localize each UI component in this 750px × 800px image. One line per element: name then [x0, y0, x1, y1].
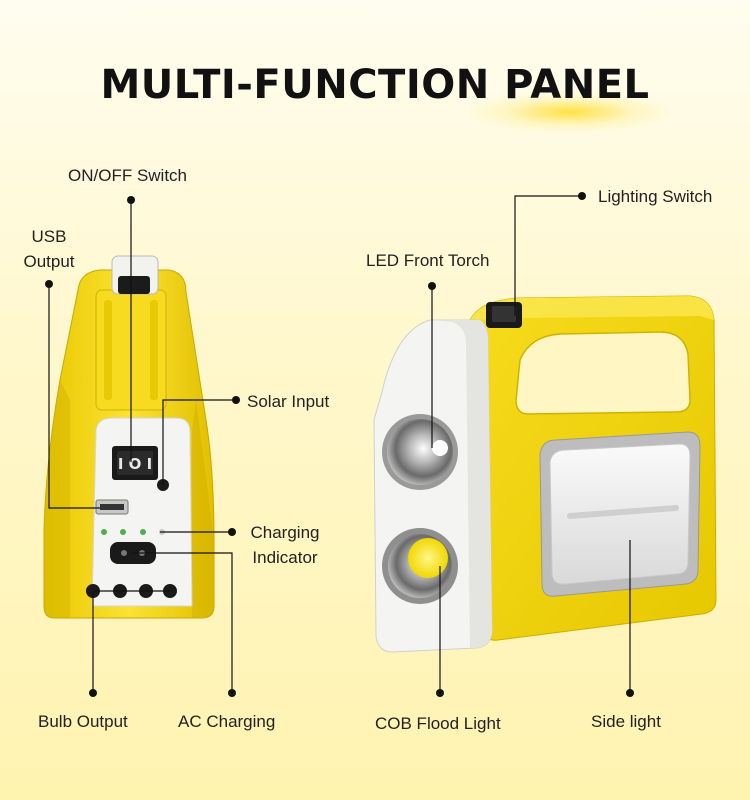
label-usb-output-line2: Output	[23, 252, 75, 271]
label-cob-flood-light: COB Flood Light	[375, 714, 501, 733]
left-callout-lines	[48, 200, 236, 693]
left-device: I O I	[43, 255, 215, 619]
label-charging-indicator-line1: Charging	[250, 523, 320, 542]
label-led-front-torch: LED Front Torch	[366, 251, 490, 270]
svg-text:I O I: I O I	[118, 455, 152, 473]
label-side-light: Side light	[591, 712, 661, 731]
label-charging-indicator-line2: Indicator	[252, 548, 318, 567]
right-callout-dots	[428, 192, 634, 697]
label-on-off-switch: ON/OFF Switch	[68, 166, 188, 185]
right-callout-lines	[431, 195, 631, 693]
left-callout-dots	[45, 196, 240, 697]
label-usb-output: USB Output	[14, 224, 84, 274]
right-device	[373, 295, 717, 653]
label-solar-input: Solar Input	[247, 392, 330, 411]
page-title: MULTI-FUNCTION PANEL	[100, 62, 650, 108]
label-lighting-switch: Lighting Switch	[598, 187, 713, 206]
label-ac-charging: AC Charging	[178, 712, 276, 731]
label-charging-indicator: Charging Indicator	[240, 520, 330, 570]
title-glow	[470, 92, 670, 132]
label-usb-output-line1: USB	[31, 227, 67, 246]
label-bulb-output: Bulb Output	[38, 712, 128, 731]
